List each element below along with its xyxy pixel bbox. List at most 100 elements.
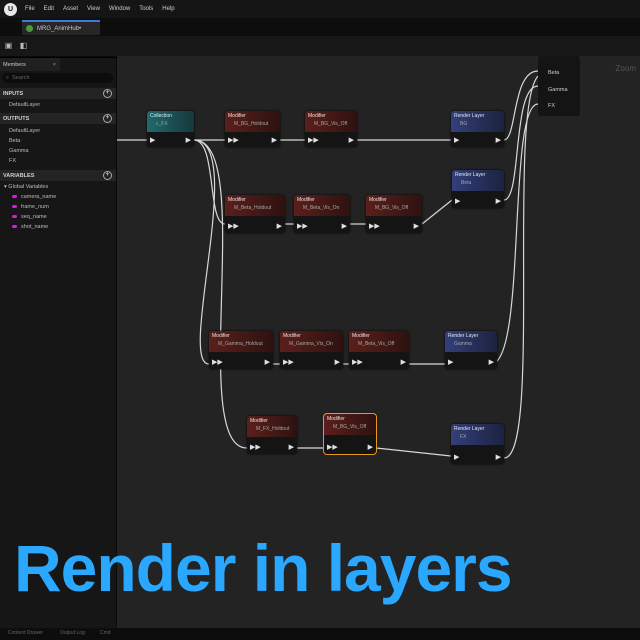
output-pin-fx[interactable]: FX	[548, 103, 556, 109]
output-pin-beta[interactable]: Beta	[548, 70, 560, 76]
outputs-label: OUTPUTS	[3, 115, 30, 122]
menu-file[interactable]: File	[25, 6, 35, 12]
browse-icon[interactable]: ◧	[19, 41, 28, 50]
output-pin-icon[interactable]: ▶	[495, 454, 501, 461]
node-title: Modifier	[352, 333, 370, 339]
output-pin-icon[interactable]: ▶	[185, 137, 191, 144]
input-pin-icon[interactable]: ▶▶	[327, 444, 338, 451]
headline-text: Render in layers	[14, 531, 513, 605]
input-item[interactable]: DefaultLayer	[9, 102, 41, 108]
outputs-section[interactable]: OUTPUTS +	[0, 113, 116, 124]
input-pin-icon[interactable]: ▶▶	[297, 223, 308, 230]
output-pin-icon[interactable]: ▶	[488, 359, 494, 366]
input-pin-icon[interactable]: ▶▶	[250, 444, 261, 451]
output-node[interactable]: Beta Gamma FX	[538, 56, 580, 116]
input-pin-icon[interactable]: ▶▶	[308, 137, 319, 144]
node-subtitle: c_FX	[156, 121, 168, 127]
input-pin-icon[interactable]: ▶▶	[369, 223, 380, 230]
input-pin-icon[interactable]: ▶▶	[283, 359, 294, 366]
node-subtitle: Beta	[461, 180, 472, 186]
output-log-button[interactable]: Output Log	[60, 630, 85, 636]
input-pin-icon[interactable]: ▶	[150, 137, 156, 144]
add-output-icon[interactable]: +	[103, 114, 112, 123]
output-pin-icon[interactable]: ▶	[413, 223, 419, 230]
members-tab-label: Members	[3, 61, 26, 68]
node-title: Modifier	[228, 197, 246, 203]
output-pin-gamma[interactable]: Gamma	[548, 87, 568, 93]
menu-edit[interactable]: Edit	[43, 6, 55, 12]
save-icon[interactable]: ▣	[4, 41, 13, 50]
input-pin-icon[interactable]: ▶▶	[212, 359, 223, 366]
node-title: Render Layer	[455, 172, 486, 178]
output-pin-icon[interactable]: ▶	[334, 359, 340, 366]
close-icon[interactable]: ×	[52, 61, 56, 68]
document-tab[interactable]: MRG_AnimHub•	[22, 20, 100, 35]
variables-section[interactable]: VARIABLES +	[0, 170, 116, 181]
menu-asset[interactable]: Asset	[63, 6, 79, 12]
variable-type-icon	[12, 225, 17, 229]
add-input-icon[interactable]: +	[103, 89, 112, 98]
menu-view[interactable]: View	[87, 6, 100, 12]
variable-type-icon	[12, 215, 17, 219]
global-variables-group[interactable]: ▾ Global Variables	[4, 184, 48, 190]
input-pin-icon[interactable]: ▶	[455, 198, 461, 205]
output-item[interactable]: FX	[9, 158, 17, 164]
node-subtitle: FX	[460, 434, 467, 440]
variable-item[interactable]: seq_name	[12, 214, 47, 220]
output-pin-icon[interactable]: ▶	[271, 137, 277, 144]
input-pin-icon[interactable]: ▶	[448, 359, 454, 366]
inputs-section[interactable]: INPUTS +	[0, 88, 116, 99]
output-pin-icon[interactable]: ▶	[348, 137, 354, 144]
output-pin-icon[interactable]: ▶	[276, 223, 282, 230]
output-pin-icon[interactable]: ▶	[495, 198, 501, 205]
variable-item[interactable]: shot_name	[12, 224, 48, 230]
cmd-button[interactable]: Cmd	[100, 630, 111, 636]
search-input[interactable]: ⌕ Search	[2, 73, 113, 83]
menu-tools[interactable]: Tools	[139, 6, 154, 12]
output-pin-icon[interactable]: ▶	[495, 137, 501, 144]
input-pin-icon[interactable]: ▶	[454, 454, 460, 461]
output-pin-icon[interactable]: ▶	[367, 444, 373, 451]
variable-item[interactable]: frame_num	[12, 204, 49, 210]
output-pin-icon[interactable]: ▶	[400, 359, 406, 366]
input-pin-icon[interactable]: ▶▶	[228, 137, 239, 144]
output-pin-icon[interactable]: ▶	[341, 223, 347, 230]
node-subtitle: M_BG_Vis_Off	[375, 205, 409, 211]
menu-help[interactable]: Help	[162, 6, 175, 12]
node-title: Modifier	[297, 197, 315, 203]
content-drawer-button[interactable]: Content Drawer	[8, 630, 44, 636]
chevron-down-icon: ▾	[4, 184, 7, 190]
toolbar: ▣ ◧	[0, 36, 640, 57]
variable-item[interactable]: camera_name	[12, 194, 56, 200]
menu-window[interactable]: Window	[108, 6, 131, 12]
output-pin-icon[interactable]: ▶	[288, 444, 294, 451]
output-pin-icon[interactable]: ▶	[264, 359, 270, 366]
output-item[interactable]: Gamma	[9, 148, 29, 154]
node-title: Render Layer	[448, 333, 479, 339]
output-item[interactable]: DefaultLayer	[9, 128, 41, 134]
input-pin-icon[interactable]: ▶	[454, 137, 460, 144]
collection-node[interactable]: Collection c_FX ▶ ▶	[147, 111, 194, 147]
input-pin-icon[interactable]: ▶▶	[228, 223, 239, 230]
output-item[interactable]: Beta	[9, 138, 21, 144]
document-tab-label: MRG_AnimHub•	[37, 25, 82, 32]
add-variable-icon[interactable]: +	[103, 171, 112, 180]
input-pin-icon[interactable]: ▶▶	[352, 359, 363, 366]
members-tab[interactable]: Members ×	[0, 58, 60, 71]
node-graph[interactable]: Zoom Beta Gamma FX Coll	[117, 56, 640, 640]
node-title: Collection	[150, 113, 172, 119]
